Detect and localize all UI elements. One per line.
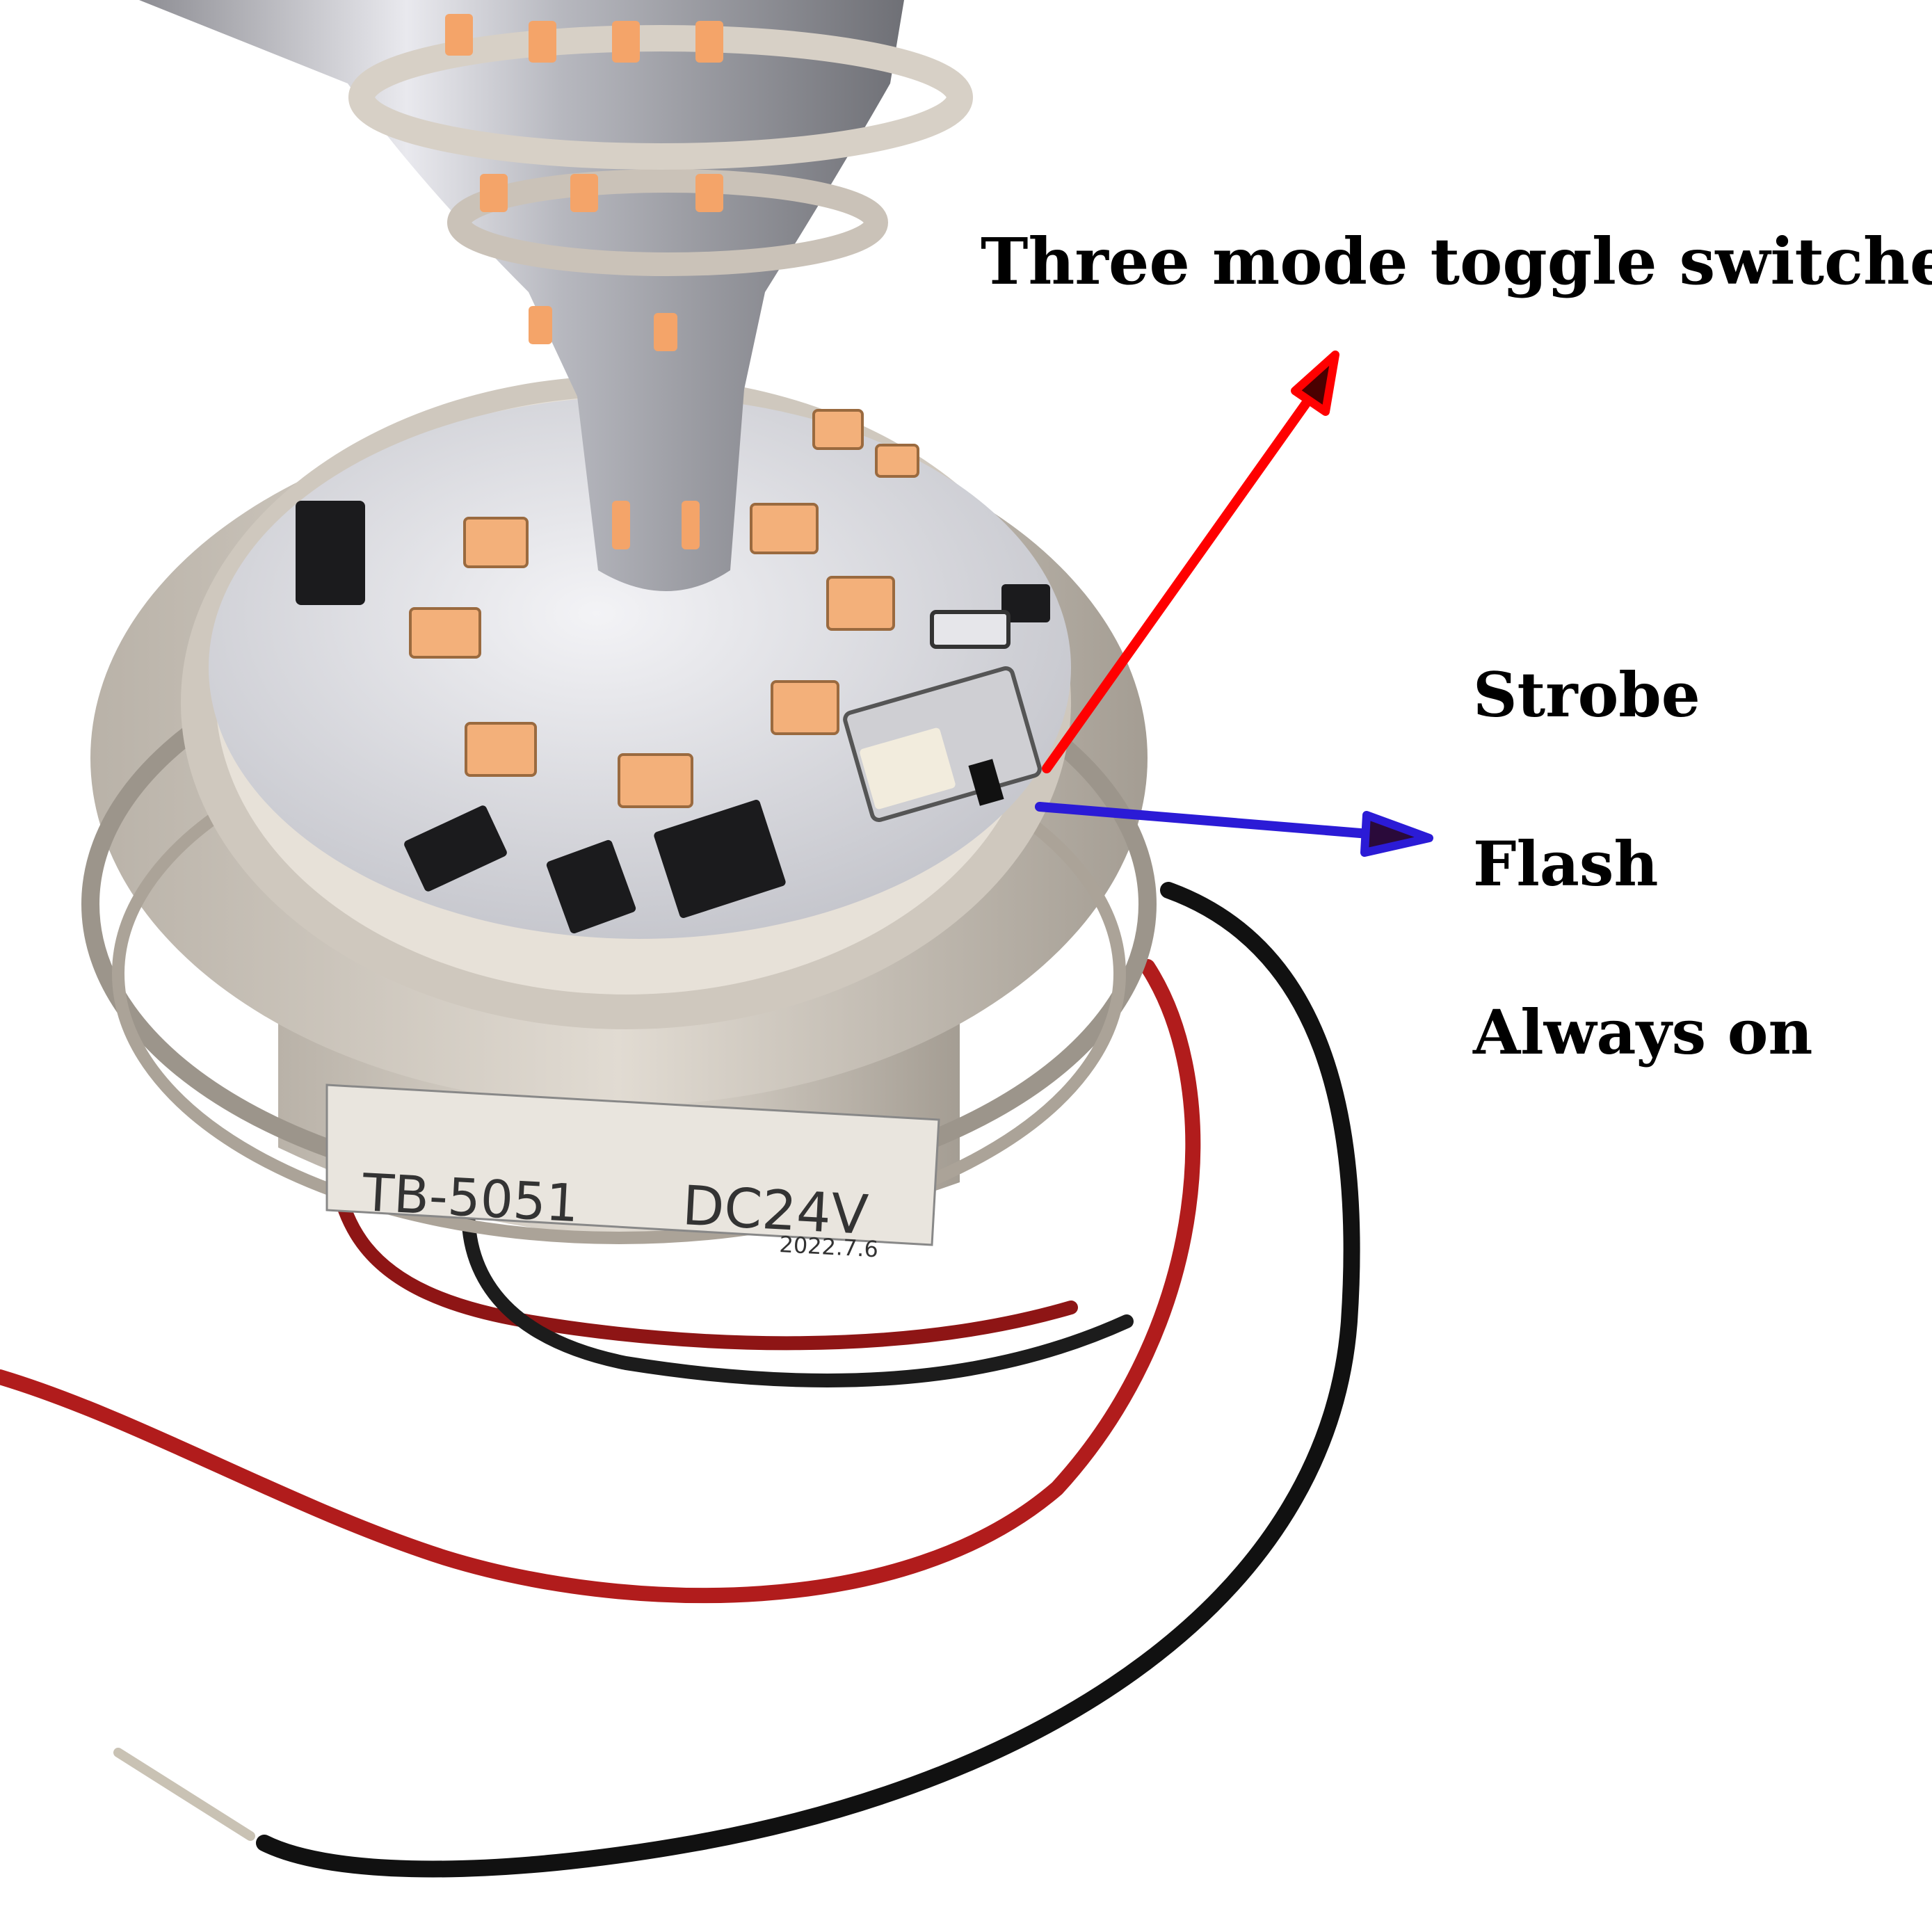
voltage-text: DC24V: [681, 1175, 869, 1247]
pcb: [209, 396, 1071, 939]
components: [296, 501, 1050, 934]
wire-strands: [113, 1748, 255, 1841]
product-sticker: TB-5051 DC24V 2022.7.6: [325, 1084, 940, 1262]
annotation-title: Three mode toggle switches: [981, 224, 1932, 299]
light-tower: [139, 0, 973, 591]
mode-label-always-on: Always on: [1473, 996, 1813, 1068]
toggle-switch-icon: [843, 666, 1042, 822]
red-wire: [0, 959, 1201, 1604]
red-wire-back: [325, 1099, 1078, 1351]
mode-label-flash: Flash: [1473, 828, 1659, 900]
wires: [0, 882, 1360, 1878]
red-arrow-icon: [1042, 351, 1339, 773]
tower-leds: [445, 14, 723, 549]
black-wire: [256, 882, 1360, 1878]
mode-label-strobe: Strobe: [1473, 659, 1700, 731]
led-array: [409, 409, 919, 808]
black-wire-back: [461, 1141, 1134, 1387]
blue-arrow-icon: [1035, 802, 1433, 857]
date-text: 2022.7.6: [779, 1231, 879, 1262]
model-text: TB-5051: [360, 1163, 580, 1234]
